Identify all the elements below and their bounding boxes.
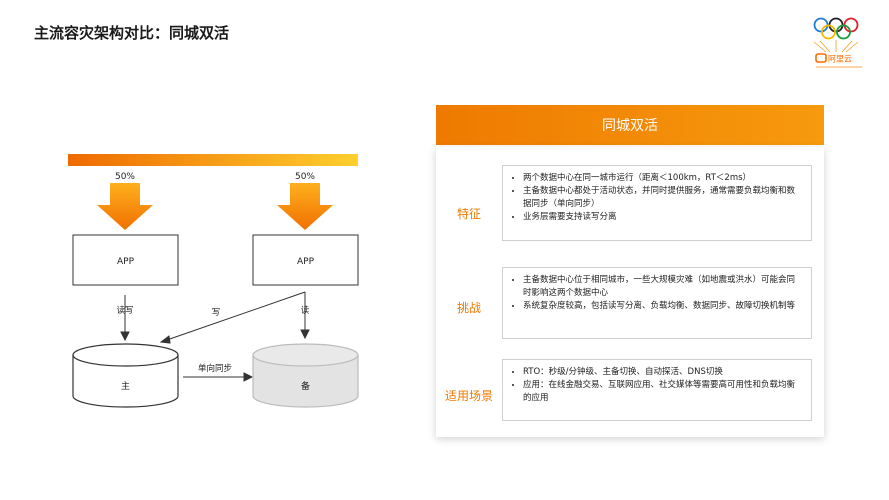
list-item: 两个数据中心在同一城市运行（距离＜100km，RT＜2ms） xyxy=(523,172,803,185)
page-title: 主流容灾架构对比：同城双活 xyxy=(34,24,230,42)
app-left-box xyxy=(72,234,179,286)
list-item: 系统复杂度较高，包括读写分离、负载均衡、数据同步、故障切换机制等 xyxy=(523,300,803,313)
primary-db-cylinder xyxy=(72,343,179,408)
right-traffic-arrow xyxy=(277,183,333,230)
list-item: 应用：在线金融交易、互联网应用、社交媒体等需要高可用性和负载均衡的应用 xyxy=(523,379,803,405)
section-box-scenarios: RTO：秒级/分钟级、主备切换、自动探活、DNS切换 应用：在线金融交易、互联网… xyxy=(502,359,812,421)
sync-label: 单向同步 xyxy=(198,363,232,374)
section-label-features: 特征 xyxy=(456,207,481,221)
backup-db-label: 备 xyxy=(301,380,310,392)
read-write-label: 读写 xyxy=(116,305,133,316)
backup-db-cylinder xyxy=(252,343,359,408)
app-right-box xyxy=(252,234,359,286)
panel-header: 同城双活 xyxy=(436,105,824,145)
left-percent-label: 50% xyxy=(115,172,135,182)
panel-title: 同城双活 xyxy=(602,118,658,134)
architecture-diagram: 50% 50% APP APP 读写 写 读 主 备 单向同步 xyxy=(68,154,359,408)
section-box-challenges: 主备数据中心位于相同城市，一些大规模灾难（如地震或洪水）可能会同时影响这两个数据… xyxy=(502,267,812,339)
alibaba-cloud-olympic-logo: 阿里云 xyxy=(813,17,862,68)
primary-db-label: 主 xyxy=(121,380,130,392)
traffic-bar xyxy=(68,154,358,166)
app-right-label: APP xyxy=(297,257,315,267)
logo-brand-text: 阿里云 xyxy=(828,55,852,64)
right-percent-label: 50% xyxy=(295,172,315,182)
read-label: 读 xyxy=(301,305,310,316)
section-label-challenges: 挑战 xyxy=(456,301,481,315)
list-item: 主备数据中心位于相同城市，一些大规模灾难（如地震或洪水）可能会同时影响这两个数据… xyxy=(523,274,803,300)
list-item: 主备数据中心都处于活动状态，并同时提供服务，通常需要负载均衡和数据同步（单向同步… xyxy=(523,185,803,211)
app-left-label: APP xyxy=(117,257,135,267)
list-item: RTO：秒级/分钟级、主备切换、自动探活、DNS切换 xyxy=(523,366,803,379)
section-label-scenarios: 适用场景 xyxy=(444,389,493,403)
comparison-panel: 特征 两个数据中心在同一城市运行（距离＜100km，RT＜2ms） 主备数据中心… xyxy=(436,147,824,437)
left-traffic-arrow xyxy=(97,183,153,230)
write-label: 写 xyxy=(212,308,221,318)
section-box-features: 两个数据中心在同一城市运行（距离＜100km，RT＜2ms） 主备数据中心都处于… xyxy=(502,165,812,241)
list-item: 业务层需要支持读写分离 xyxy=(523,211,803,224)
